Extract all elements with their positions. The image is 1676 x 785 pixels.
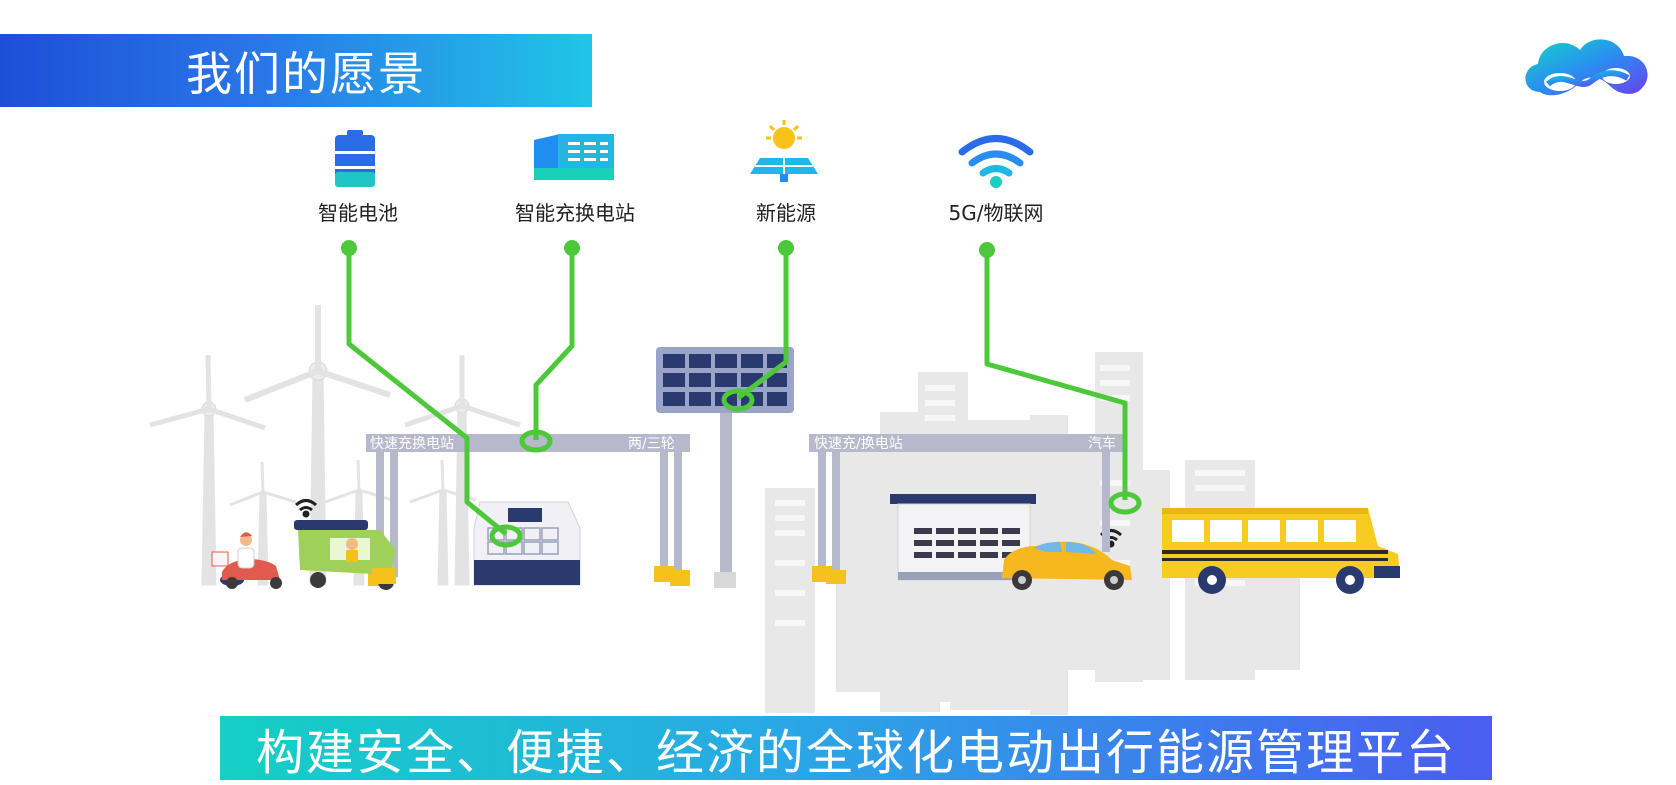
battery-icon — [335, 130, 375, 187]
feature-label-5g-iot: 5G/物联网 — [948, 201, 1044, 225]
charging-building — [890, 494, 1036, 581]
connector-lines — [346, 248, 1128, 536]
title-banner: 我们的愿景 — [0, 34, 592, 107]
battery-swap-cabinet — [473, 501, 581, 586]
connector-rings — [489, 388, 1142, 548]
feature-label-charging-station: 智能充换电站 — [515, 201, 635, 225]
feature-label-new-energy: 新能源 — [756, 201, 816, 225]
left-station-type: 两/三轮 — [628, 436, 675, 452]
cloud-logo-icon — [1525, 39, 1648, 96]
right-station-type: 汽车 — [1088, 435, 1116, 452]
wifi-signal-icon — [958, 135, 1034, 188]
left-station-name: 快速充换电站 — [370, 435, 454, 452]
yellow-car — [1002, 541, 1132, 590]
feature-label-battery: 智能电池 — [318, 201, 398, 225]
right-station-name: 快速充/换电站 — [814, 435, 903, 452]
solar-energy-icon — [750, 120, 818, 182]
slogan-text: 构建安全、便捷、经济的全球化电动出行能源管理平台 — [255, 725, 1456, 781]
charging-station-icon — [534, 134, 614, 180]
solar-panel-pole — [656, 347, 794, 588]
small-wifi-icon — [294, 499, 318, 518]
slogan-banner: 构建安全、便捷、经济的全球化电动出行能源管理平台 — [220, 716, 1492, 781]
connector-dots — [341, 240, 995, 258]
right-station — [809, 434, 1127, 584]
school-bus — [1162, 508, 1400, 594]
page-title: 我们的愿景 — [186, 46, 426, 101]
scooter-rider — [211, 532, 282, 589]
three-wheeler — [294, 520, 396, 590]
